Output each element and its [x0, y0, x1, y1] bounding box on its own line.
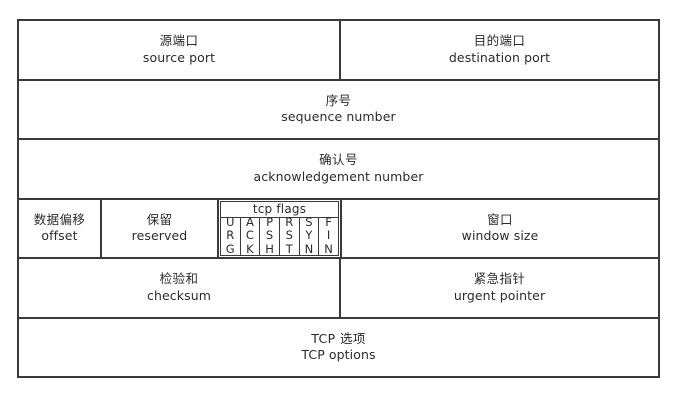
field-destination-port-label-en: destination port [448, 49, 551, 65]
flag-syn-letter-3: N [304, 242, 314, 257]
field-urgent-pointer-label-en: urgent pointer [453, 287, 546, 303]
field-data-offset: 数据偏移 offset [19, 199, 102, 257]
field-source-port-label-en: source port [142, 49, 216, 65]
tcp-flags-title: tcp flags [220, 200, 339, 218]
field-data-offset-label-cn: 数据偏移 [33, 211, 86, 227]
field-reserved-label-cn: 保留 [146, 211, 173, 227]
flag-fin-letter-1: F [325, 214, 333, 229]
flag-psh-letter-2: S [265, 228, 274, 243]
flag-ack-letter-1: A [245, 214, 255, 229]
header-row-ports: 源端口 source port 目的端口 destination port [19, 21, 658, 81]
field-sequence-number: 序号 sequence number [19, 81, 658, 139]
field-acknowledgement-number-label-en: acknowledgement number [253, 168, 424, 184]
flag-ack-letter-3: K [246, 242, 254, 257]
flag-rst-letter-2: S [285, 228, 294, 243]
field-checksum-label-en: checksum [146, 287, 211, 303]
field-window-size-label-cn: 窗口 [487, 211, 513, 227]
header-row-options: TCP 选项 TCP options [19, 319, 658, 377]
header-row-sequence: 序号 sequence number [19, 81, 658, 140]
field-window-size-label-en: window size [461, 228, 539, 244]
field-source-port: 源端口 source port [19, 21, 341, 79]
field-checksum: 检验和 checksum [19, 259, 341, 317]
field-data-offset-label-en: offset [41, 228, 78, 244]
field-destination-port-label-cn: 目的端口 [473, 33, 526, 49]
field-tcp-options-label-cn: TCP 选项 [311, 330, 366, 346]
field-source-port-label-cn: 源端口 [159, 33, 199, 49]
flag-urg-letter-1: U [226, 214, 235, 229]
flag-syn-letter-2: Y [305, 228, 313, 243]
flag-rst: R S T [279, 214, 299, 257]
field-window-size: 窗口 window size [342, 200, 658, 258]
flag-fin: F I N [318, 214, 340, 257]
tcp-header-diagram: 源端口 source port 目的端口 destination port 序号… [17, 19, 660, 378]
header-row-acknowledgement: 确认号 acknowledgement number [19, 140, 658, 200]
flag-syn-letter-1: S [305, 214, 313, 229]
flag-ack: A C K [239, 214, 260, 257]
field-tcp-options: TCP 选项 TCP options [19, 319, 658, 377]
header-row-checksum-urgent: 检验和 checksum 紧急指针 urgent pointer [19, 259, 658, 319]
field-checksum-label-cn: 检验和 [159, 271, 199, 287]
flag-urg: U R G [220, 214, 240, 257]
field-urgent-pointer-label-cn: 紧急指针 [473, 271, 526, 287]
header-row-offset-flags-window: 数据偏移 offset 保留 reserved tcp flags U R G … [19, 199, 658, 259]
field-tcp-flags: tcp flags U R G A C K P S H R [219, 199, 342, 257]
flag-fin-letter-2: I [326, 228, 331, 243]
field-sequence-number-label-cn: 序号 [325, 92, 352, 108]
flag-syn: S Y N [298, 214, 319, 257]
flag-fin-letter-3: N [324, 242, 334, 257]
flag-urg-letter-2: R [226, 228, 235, 243]
tcp-flags-columns: U R G A C K P S H R S T [220, 214, 340, 257]
field-reserved-label-en: reserved [131, 228, 188, 244]
flag-rst-letter-1: R [285, 214, 294, 229]
field-destination-port: 目的端口 destination port [341, 21, 658, 79]
flag-ack-letter-2: C [245, 228, 255, 243]
field-reserved: 保留 reserved [102, 199, 219, 257]
field-acknowledgement-number: 确认号 acknowledgement number [19, 140, 658, 198]
flag-psh-letter-3: H [265, 242, 275, 257]
field-urgent-pointer: 紧急指针 urgent pointer [341, 259, 658, 317]
flag-rst-letter-3: T [285, 242, 293, 257]
flag-psh: P S H [259, 214, 280, 257]
field-sequence-number-label-en: sequence number [281, 109, 396, 125]
flag-urg-letter-3: G [225, 242, 235, 257]
field-acknowledgement-number-label-cn: 确认号 [319, 152, 358, 168]
flag-psh-letter-1: P [266, 214, 274, 229]
field-tcp-options-label-en: TCP options [301, 347, 376, 363]
